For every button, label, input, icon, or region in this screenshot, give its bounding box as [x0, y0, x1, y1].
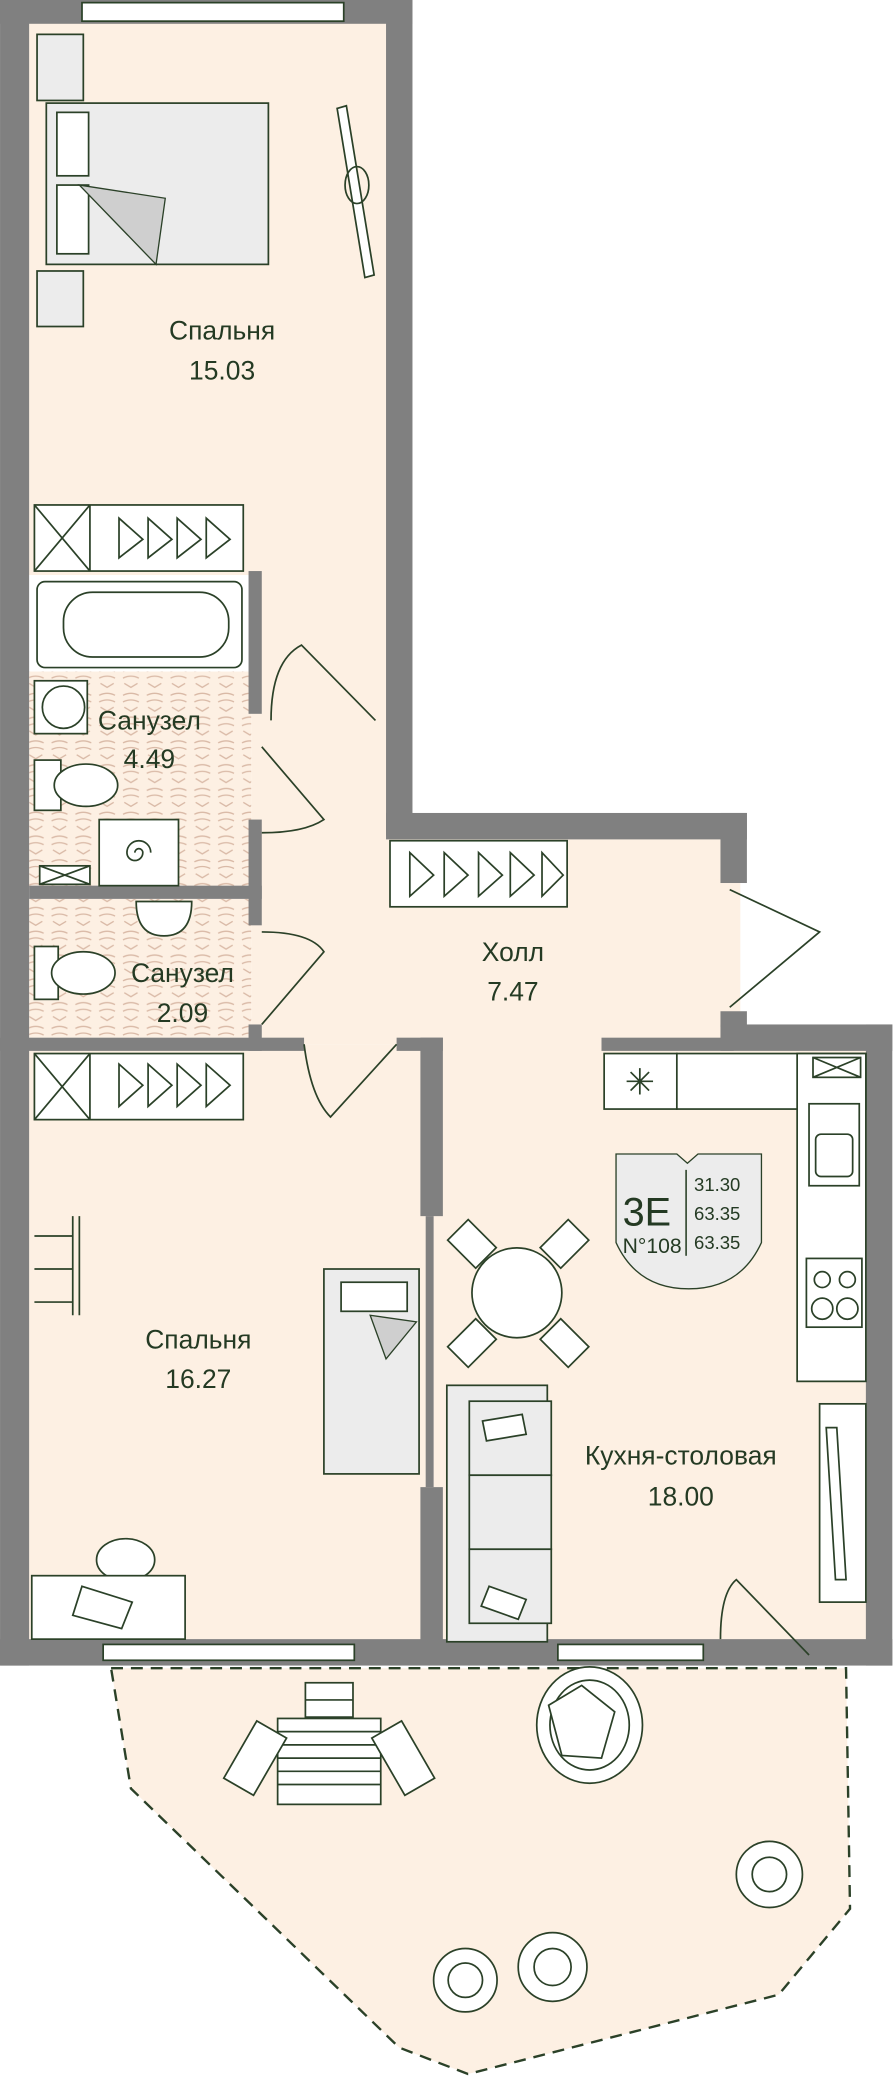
- plants: [432, 1840, 804, 2013]
- sink-1: [33, 679, 89, 735]
- room-name: Санузел: [98, 706, 201, 736]
- balcony-table: [222, 1681, 436, 1806]
- bed-double: [36, 33, 270, 328]
- living-area: 31.30: [694, 1174, 740, 1195]
- sink-2: [135, 900, 193, 937]
- dining-table: [446, 1218, 591, 1369]
- room-area: 2.09: [157, 998, 208, 1028]
- apartment-badge: 3E N°108 31.30 63.35 63.35: [615, 1153, 763, 1290]
- room-label-bathroom-1: Санузел 4.49: [98, 706, 201, 774]
- total-area: 63.35: [694, 1203, 740, 1224]
- room-area: 15.03: [189, 355, 255, 385]
- room-name: Спальня: [169, 316, 275, 346]
- room-label-bedroom-2: Спальня 16.27: [145, 1324, 251, 1394]
- room-area: 16.27: [165, 1364, 231, 1394]
- desk: [30, 1537, 186, 1640]
- room-label-kitchen: Кухня-столовая 18.00: [585, 1441, 777, 1512]
- room-label-bedroom-1: Спальня 15.03: [169, 316, 275, 386]
- room-label-bathroom-2: Санузел 2.09: [131, 958, 234, 1028]
- apartment-number: N°108: [623, 1235, 682, 1258]
- sofa: [445, 1384, 553, 1643]
- windows: [81, 1, 705, 1662]
- toilet-2: [33, 945, 116, 1001]
- wardrobe-1: [33, 504, 245, 572]
- washing-machine: [38, 818, 180, 887]
- tv-stand: [336, 104, 376, 279]
- toilet-1: [33, 759, 119, 812]
- bathtub: [36, 580, 243, 669]
- tv-unit: [818, 1402, 867, 1603]
- bed-single: [323, 1268, 420, 1475]
- armchair: [535, 1666, 644, 1785]
- doors: [261, 644, 822, 1656]
- apartment-type: 3E: [623, 1190, 672, 1234]
- room-name: Санузел: [131, 958, 234, 988]
- kitchen-counter: [603, 1052, 867, 1383]
- room-area: 4.49: [124, 744, 175, 774]
- room-name: Спальня: [145, 1324, 251, 1354]
- room-label-hall: Холл 7.47: [482, 937, 544, 1007]
- total-area-with-balcony: 63.35: [694, 1232, 740, 1253]
- ladder-shelf: [34, 1216, 81, 1316]
- wardrobe-hall: [389, 839, 568, 908]
- room-name: Холл: [482, 937, 544, 967]
- room-area: 7.47: [487, 977, 538, 1007]
- room-name: Кухня-столовая: [585, 1441, 777, 1471]
- room-area: 18.00: [648, 1482, 714, 1512]
- wardrobe-2: [33, 1052, 245, 1121]
